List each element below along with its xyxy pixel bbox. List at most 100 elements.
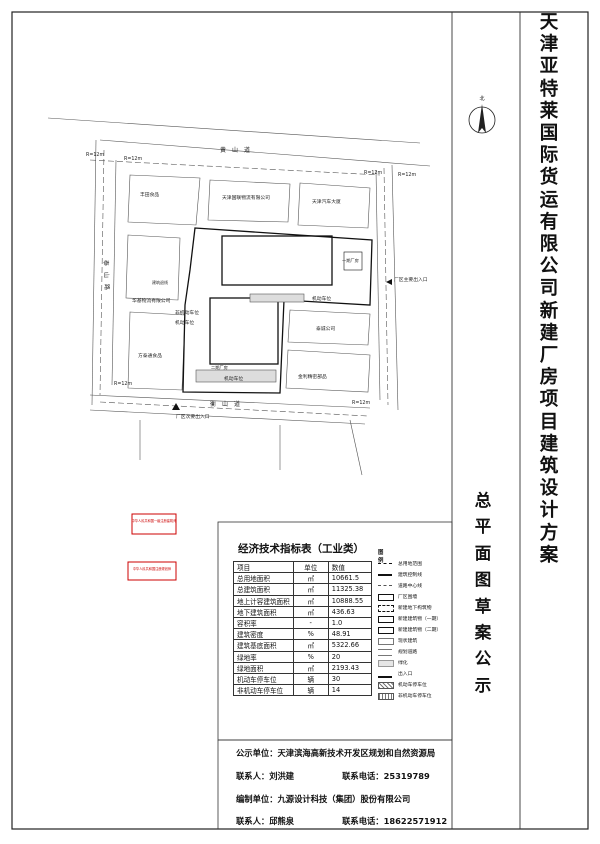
secondary-entrance-label: 厂区次要出入口 (176, 413, 210, 420)
table-row: 建筑密度%48.91 (233, 628, 372, 641)
neighbor-label: 天津汽车大厦 (312, 198, 341, 205)
cell: 机动车停车位 (233, 672, 294, 686)
cell: ㎡ (292, 583, 329, 596)
cell: 地下建筑面积 (233, 605, 294, 618)
road-centerline (99, 149, 105, 396)
legend-label: 厂区围墙 (398, 595, 418, 600)
site-map (47, 117, 431, 476)
header-cell: 数值 (327, 560, 372, 574)
road-edge (375, 169, 381, 401)
cell: 绿地面积 (233, 661, 294, 674)
cell: 1.0 (327, 616, 372, 630)
legend-swatch (378, 649, 392, 656)
road-centerline (383, 167, 389, 406)
header-cell: 单位 (292, 560, 329, 574)
legend-label: 机动车停车位 (398, 683, 427, 688)
road-width-label: R=12m (364, 170, 382, 176)
cell: 2193.43 (327, 661, 372, 674)
cell: 建筑密度 (233, 628, 294, 641)
legend-item: 新建建筑物（二期） (378, 626, 458, 636)
cell: 绿地率 (233, 650, 294, 663)
cell: ㎡ (292, 572, 329, 585)
header-cell: 项目 (233, 560, 294, 574)
contact-line-2: 联系人：邱熊泉 联系电话：18622571912 (236, 815, 447, 827)
legend-item: 规划道路 (378, 648, 458, 658)
building-1-label: 一期厂房 (342, 257, 359, 264)
legend-label: 规划道路 (398, 650, 418, 655)
table-header-row: 项目 单位 数值 (233, 560, 372, 574)
cell: 建筑基底面积 (233, 639, 294, 652)
publisher-label: 公示单位： (236, 748, 278, 758)
sheet-border (11, 11, 589, 830)
legend-item: 总用地范围 (378, 560, 458, 570)
neighbor-block (125, 234, 181, 301)
road-edge (89, 409, 366, 425)
drawing-subtitle: 总平面图草案公示 (474, 491, 492, 695)
building-phase-2 (209, 297, 279, 365)
legend-swatch (378, 671, 392, 678)
cell: 10888.55 (327, 594, 372, 607)
cell: 容积率 (233, 616, 294, 630)
cell: 辆 (292, 684, 329, 697)
cell: - (292, 616, 329, 630)
contact-label: 联系人： (236, 816, 270, 826)
legend-swatch (378, 616, 394, 623)
cell: 30 (327, 672, 372, 686)
cell: 436.63 (327, 605, 372, 618)
phone-value: 25319789 (383, 771, 430, 781)
econ-table-title: 经济技术指标表（工业类） (238, 543, 364, 555)
map-labels: 黄 山 道 衡 山 道 泰 山 路 R=12m R=12m R=12m R=12… (86, 146, 428, 420)
neighbor-block (207, 179, 291, 223)
phone-label: 联系电话： (342, 816, 384, 826)
cell: % (292, 650, 329, 663)
legend-swatch (378, 574, 392, 581)
legend-swatch (378, 660, 394, 667)
neighbor-label: 华基物流有限公司 (132, 297, 171, 304)
phone-label: 联系电话： (342, 771, 384, 781)
parking-strip (195, 369, 277, 383)
phone-value: 18622571912 (383, 816, 448, 826)
publisher-value: 天津滨海高新技术开发区规划和自然资源局 (277, 748, 436, 758)
compiler-value: 九源设计科技（集团）股份有限公司 (277, 794, 411, 804)
cell: 地上计容建筑面积 (233, 594, 294, 607)
legend-item: 厂区围墙 (378, 593, 458, 603)
publisher-line: 公示单位：天津滨海高新技术开发区规划和自然资源局 (236, 747, 435, 759)
legend-item: 新建建筑物（一期） (378, 615, 458, 625)
road-edge (391, 164, 399, 411)
road-width-label: R=12m (86, 152, 104, 158)
cell: 总用地面积 (233, 572, 294, 585)
cell: 辆 (292, 672, 329, 686)
legend-item: 绿化 (378, 659, 458, 669)
road-width-label: R=12m (398, 172, 416, 178)
road-width-label: R=12m (124, 156, 142, 162)
contact-value: 邱熊泉 (269, 816, 295, 826)
neighbor-block (127, 174, 201, 226)
legend-swatch (378, 627, 394, 634)
legend-item: 现状建筑 (378, 637, 458, 647)
road-edge (47, 117, 421, 144)
table-row: 容积率-1.0 (233, 616, 372, 630)
road-edge (111, 159, 117, 386)
legend-swatch (378, 638, 394, 645)
nonmotor-label: 非机动车位 (175, 309, 199, 316)
cell: ㎡ (292, 594, 329, 607)
contact-line-1: 联系人：刘洪建联系电话：25319789 (236, 770, 430, 782)
setback-label: 建筑退线 (152, 279, 168, 285)
legend-item: 道路中心线 (378, 582, 458, 592)
road-edge (99, 139, 431, 167)
legend-title: 图例 (378, 550, 384, 564)
road-width-label: R=12m (114, 381, 132, 387)
parking-bottom-label: 机动车位 (224, 375, 243, 382)
parking-motor-label: 机动车位 (312, 295, 331, 302)
table-row: 绿地率%20 (233, 650, 372, 663)
cell: ㎡ (292, 605, 329, 618)
legend-item: 机动车停车位 (378, 681, 458, 691)
